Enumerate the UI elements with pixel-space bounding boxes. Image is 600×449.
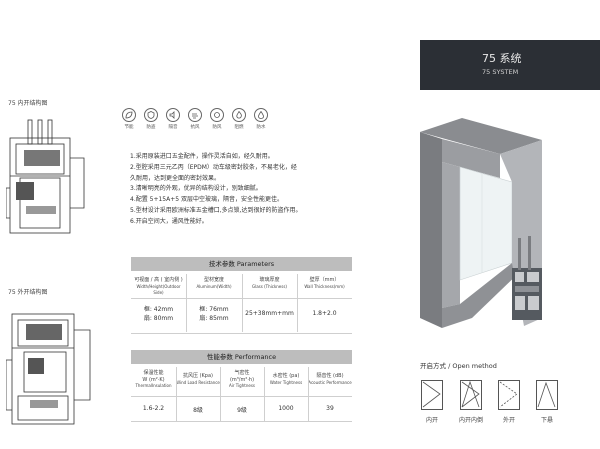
table-header-cell: 型材宽度 Aluminum(Width) <box>196 277 232 289</box>
open-method-label: 内开内倒 <box>458 417 483 424</box>
feature-item: 防盗 <box>140 108 162 130</box>
wind-icon <box>188 108 202 122</box>
shield-icon <box>144 108 158 122</box>
feature-item: 防水 <box>250 108 272 130</box>
bottom-hung-icon <box>536 380 558 410</box>
droplet-icon <box>254 108 268 122</box>
system-banner: 75 系统 75 SYSTEM <box>420 40 600 90</box>
list-item: 4.配置 5+15A+5 双层中空玻璃，隔音，安全性能更佳。 <box>130 196 283 204</box>
parameters-table-header: 技术参数 Parameters <box>131 257 352 271</box>
list-item: 5.型材设计采用欧洲标准五金槽口,多点锁,达到很好的防盗作用。 <box>130 206 302 214</box>
inward-open-icon <box>421 380 443 410</box>
banner-title: 75 系统 <box>482 52 522 65</box>
seal-icon <box>210 108 224 122</box>
window-frame-illustration <box>420 118 542 328</box>
list-item: 3.清晰明亮的外观，优异的结构设计，别致细腻。 <box>130 185 262 193</box>
table-cell: 39 <box>326 405 334 412</box>
table-header-cell: 气密性 (m³/m²·h) Air Tightness <box>228 370 255 388</box>
outward-structure-drawing <box>6 313 91 425</box>
list-item: 1.采用原装进口五金配件，操作灵活自如，经久耐用。 <box>130 153 274 160</box>
fire-icon <box>232 108 246 122</box>
table-header-cell: 水密性 (pa) Water Tightness <box>269 373 303 385</box>
table-cell: 8级 <box>193 407 203 414</box>
performance-table-header: 性能参数 Performance <box>131 350 352 364</box>
list-item: 2.型腔采用三元乙丙（EPDM）动车级密封胶条，不易老化，经 <box>130 163 297 171</box>
table-header-cell: 隔音性 (dB) Acoustic Performance <box>308 373 352 385</box>
feature-item: 防风 <box>206 108 228 130</box>
list-item: 久耐用，达到更全面的密封效果。 <box>130 174 221 182</box>
feature-item: 抗风 <box>184 108 206 130</box>
feature-description-list: 1.采用原装进口五金配件，操作灵活自如，经久耐用。 2.型腔采用三元乙丙（EPD… <box>130 152 302 228</box>
list-item: 6.开启空间大，通风性能好。 <box>130 217 208 225</box>
open-method-label: 下悬 <box>540 417 553 424</box>
table-cell: 9级 <box>237 407 247 414</box>
tilt-turn-icon <box>460 380 482 410</box>
open-method-label: 外开 <box>502 417 515 424</box>
feature-item: 节能 <box>118 108 140 130</box>
inward-structure-title: 75 内开结构图 <box>8 100 48 107</box>
inward-structure-drawing <box>6 119 85 234</box>
table-cell: 1.8+2.0 <box>312 310 337 317</box>
banner-subtitle: 75 SYSTEM <box>482 68 519 76</box>
table-cell: 框: 42mm 扇: 80mm <box>143 306 174 322</box>
outward-structure-title: 75 外开结构图 <box>8 289 48 296</box>
table-header-cell: 玻璃厚度 Glass (Thickness) <box>252 277 287 289</box>
table-header-cell: 抗风压 (Kpa) Wind Load Resistance <box>176 373 220 385</box>
outward-open-icon <box>498 380 520 410</box>
feature-item: 隔音 <box>162 108 184 130</box>
table-header-cell: 可视面 / 高 ( 室内侧 ) Width/Height(Outdoor Sid… <box>134 277 183 295</box>
table-cell: 框: 76mm 扇: 85mm <box>199 306 229 322</box>
sound-icon <box>166 108 180 122</box>
table-cell: 1.6-2.2 <box>142 405 165 412</box>
table-header-cell: 保温性能 W (m²·K) ThermalInsulation <box>135 370 172 388</box>
leaf-icon <box>122 108 136 122</box>
open-method-title: 开启方式 / Open method <box>420 362 497 370</box>
table-header-cell: 壁厚（mm） Wall Thickness(mm) <box>304 277 345 289</box>
table-cell: 25+38mm+mm <box>245 310 294 317</box>
table-cell: 1000 <box>278 405 294 412</box>
open-method-label: 内开 <box>425 417 438 424</box>
feature-item: 阻燃 <box>228 108 250 130</box>
